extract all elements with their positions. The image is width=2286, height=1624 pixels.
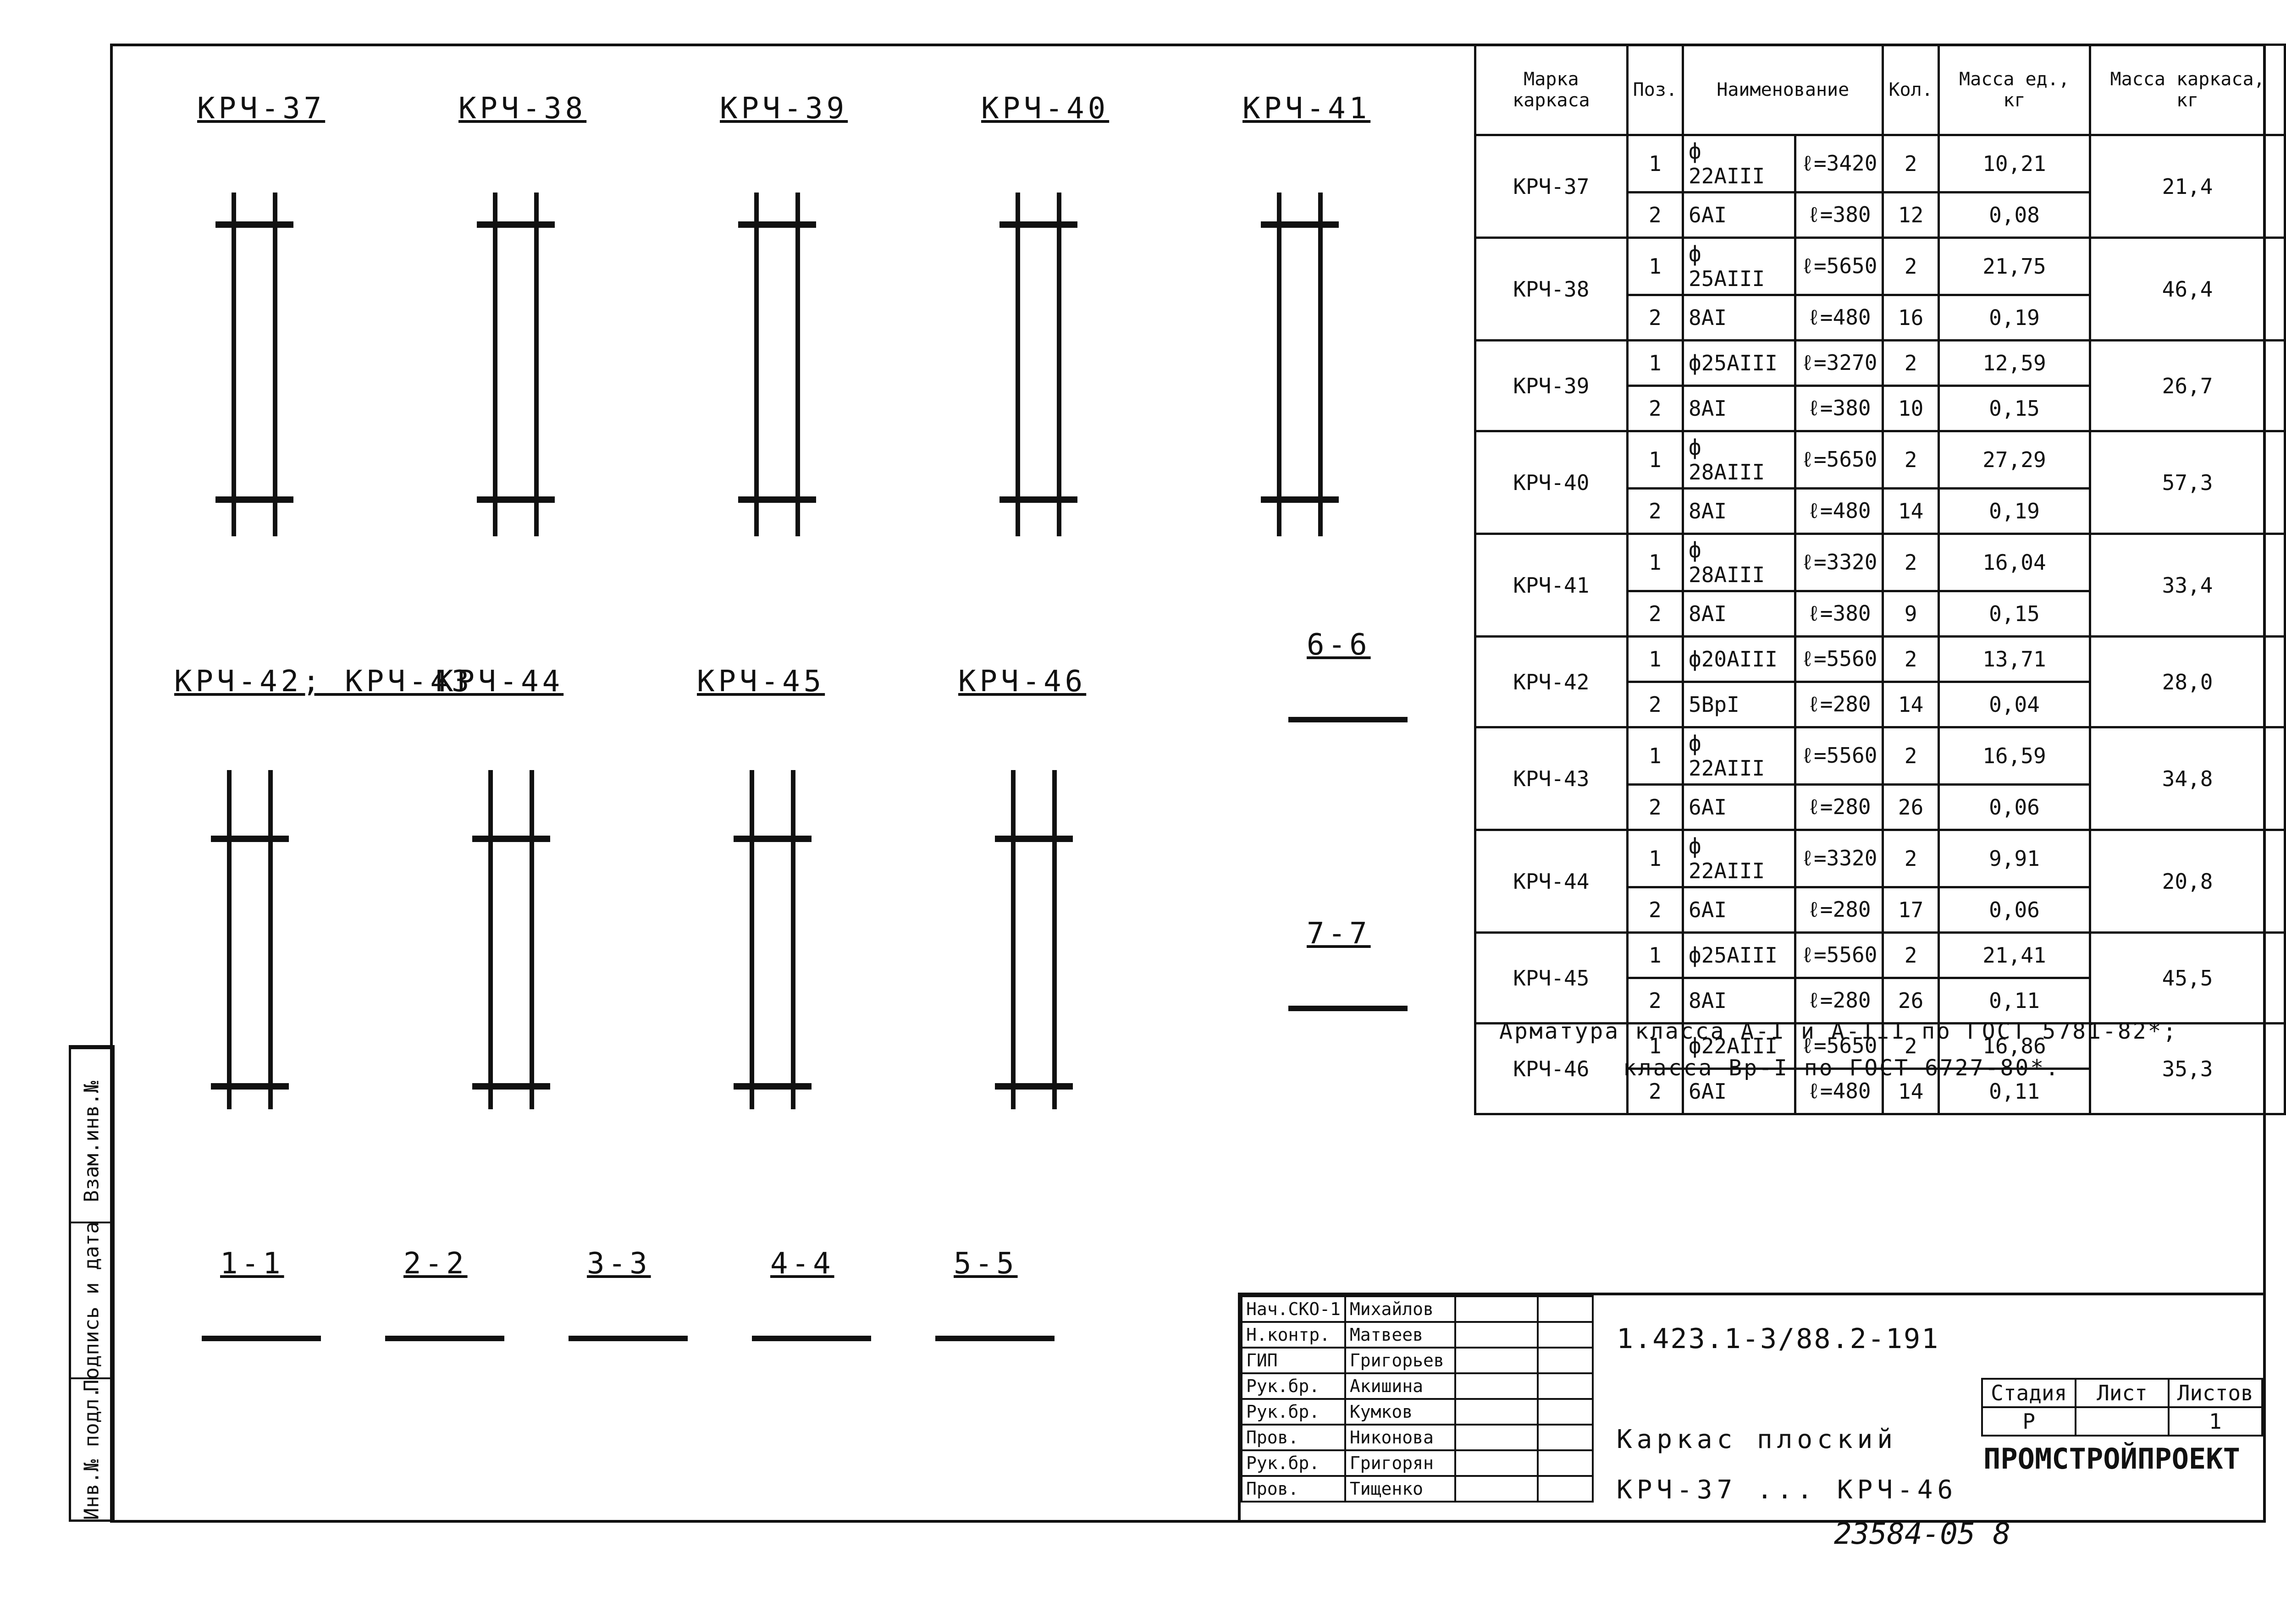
frame-label: КРЧ-45 — [697, 665, 825, 699]
frame-label: КРЧ-42; КРЧ-43 — [174, 665, 473, 699]
people-row: Н.контр.Матвеев — [1241, 1321, 1594, 1349]
spec-header: Кол. — [1882, 44, 1940, 136]
frame-label: 5-5 — [954, 1247, 1018, 1281]
note-1: Арматура класса А-I и А-III по ГОСТ 5781… — [1499, 1018, 2178, 1044]
doc-title: Каркас плоский КРЧ-37 ... КРЧ-46 — [1617, 1415, 1957, 1515]
frame-label: 1-1 — [220, 1247, 284, 1281]
spec-header: Масса ед., кг — [1937, 44, 2092, 136]
spec-header: Наименование — [1682, 44, 1884, 136]
frame-label: 4-4 — [770, 1247, 834, 1281]
people-row: Рук.бр.Акишина — [1241, 1372, 1594, 1400]
frame-label: 7-7 — [1307, 917, 1371, 951]
frame-label: КРЧ-41 — [1242, 92, 1371, 126]
frame-label: КРЧ-39 — [720, 92, 848, 126]
spec-header: Масса каркаса, кг — [2089, 44, 2286, 136]
frame-label: 6-6 — [1307, 628, 1371, 662]
title-line-1: Каркас плоский — [1617, 1425, 1898, 1454]
spec-header: Поз. — [1626, 44, 1684, 136]
people-row: Рук.бр.Кумков — [1241, 1398, 1594, 1426]
frame-label: КРЧ-37 — [197, 92, 326, 126]
frame-label: КРЧ-38 — [458, 92, 587, 126]
frame-label: КРЧ-44 — [436, 665, 564, 699]
side-stamp: Инв.№ подл. Подпись и дата Взам.инв.№ — [69, 1045, 115, 1522]
notes: Арматура класса А-I и А-III по ГОСТ 5781… — [1499, 1013, 2178, 1086]
doc-code: 1.423.1-3/88.2-191 — [1617, 1323, 1940, 1355]
org-name: ПРОМСТРОЙПРОЕКТ — [1983, 1442, 2240, 1475]
people-row: Пров.Никонова — [1241, 1424, 1594, 1451]
frame-label: 2-2 — [403, 1247, 468, 1281]
spec-header: Марка каркаса — [1474, 44, 1629, 136]
note-2: класса Вр-I по ГОСТ 6727-80*. — [1623, 1055, 2061, 1081]
archive-stamp: 23584-05 8 — [1834, 1517, 2011, 1551]
frame-label: КРЧ-40 — [981, 92, 1110, 126]
title-line-2: КРЧ-37 ... КРЧ-46 — [1617, 1475, 1958, 1505]
frame-label: КРЧ-46 — [958, 665, 1087, 699]
frame-label: 3-3 — [587, 1247, 651, 1281]
people-row: Рук.бр.Григорян — [1241, 1449, 1594, 1477]
people-row: Пров.Тищенко — [1241, 1475, 1594, 1503]
